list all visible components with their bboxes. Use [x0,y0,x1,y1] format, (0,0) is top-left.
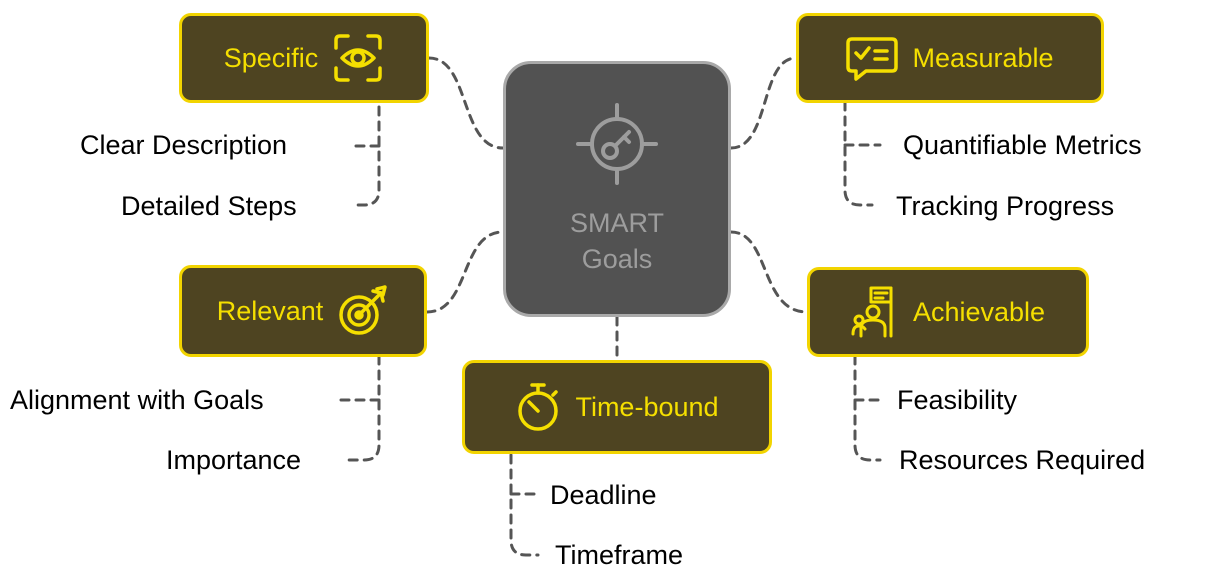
node-measurable: Measurable [796,13,1104,103]
leaf-timeframe: Timeframe [555,540,684,570]
connector-measurable-leaves [843,100,874,207]
leaf-clear-description: Clear Description [80,130,288,160]
connector-achievable-leaves [853,354,882,462]
person-flag-icon [851,286,893,338]
connector-measurable [729,56,798,150]
leaf-importance: Importance [166,445,302,475]
node-relevant: Relevant [179,265,427,357]
center-node: SMART Goals [503,61,731,317]
node-measurable-label: Measurable [912,42,1054,73]
node-specific: Specific [179,13,429,103]
node-specific-label: Specific [223,42,319,73]
eye-scan-icon [334,34,383,82]
center-title-line1: SMART [569,208,664,238]
node-timebound: Time-bound [462,360,772,454]
target-key-icon [576,103,658,185]
connector-relevant-leaves [344,354,381,462]
leaf-feasibility: Feasibility [897,385,1018,415]
leaf-resources-required: Resources Required [899,445,1146,475]
leaf-deadline: Deadline [550,480,657,510]
leaf-alignment-with-goals: Alignment with Goals [10,385,264,415]
node-achievable-label: Achievable [912,296,1046,327]
leaf-tracking-progress: Tracking Progress [896,191,1115,221]
connector-specific-leaves [354,90,381,207]
leaf-detailed-steps: Detailed Steps [121,191,297,221]
checklist-icon [846,37,899,81]
connector-specific [427,56,505,150]
connector-relevant [425,230,505,314]
center-title-line2: Goals [581,244,653,274]
node-relevant-label: Relevant [216,295,324,326]
connector-achievable [729,230,809,314]
connector-timebound-leaves [509,453,540,557]
target-arrow-icon [339,285,388,335]
leaf-quantifiable-metrics: Quantifiable Metrics [903,130,1142,160]
node-achievable: Achievable [807,267,1089,357]
node-timebound-label: Time-bound [575,391,719,422]
stopwatch-icon [518,383,559,431]
